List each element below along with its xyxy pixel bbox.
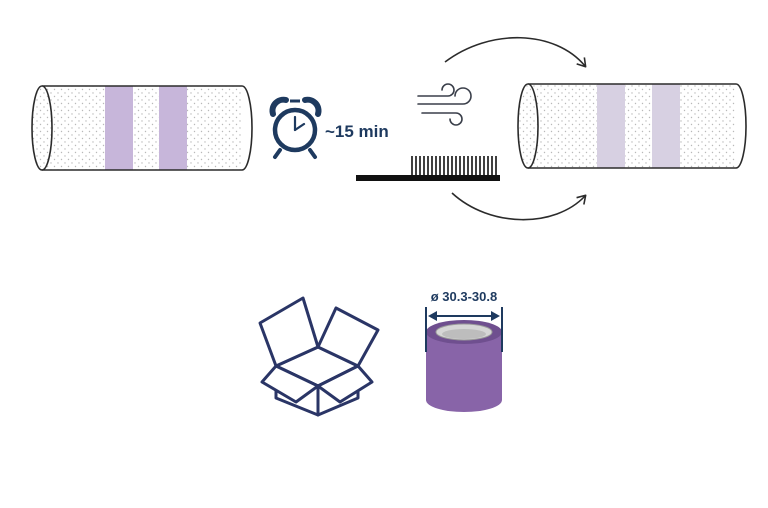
roller-after: [517, 83, 747, 169]
alarm-clock-icon: [269, 96, 322, 159]
roller-before-band-2: [159, 86, 187, 170]
roller-before: [31, 85, 253, 171]
tape-roll-icon: [426, 320, 502, 412]
time-label: ~15 min: [325, 122, 389, 141]
air-flow-icon: [417, 83, 472, 126]
roller-after-band-2: [652, 84, 680, 168]
curved-arrow-bottom: [451, 192, 587, 221]
brush-icon: [356, 156, 500, 181]
diameter-label: ø 30.3-30.8: [431, 289, 498, 304]
diameter-dimension: [425, 307, 503, 352]
roller-after-band-1: [597, 84, 625, 168]
open-box-icon: [258, 296, 380, 417]
curved-arrow-top: [444, 36, 587, 68]
roller-before-band-1: [105, 86, 133, 170]
